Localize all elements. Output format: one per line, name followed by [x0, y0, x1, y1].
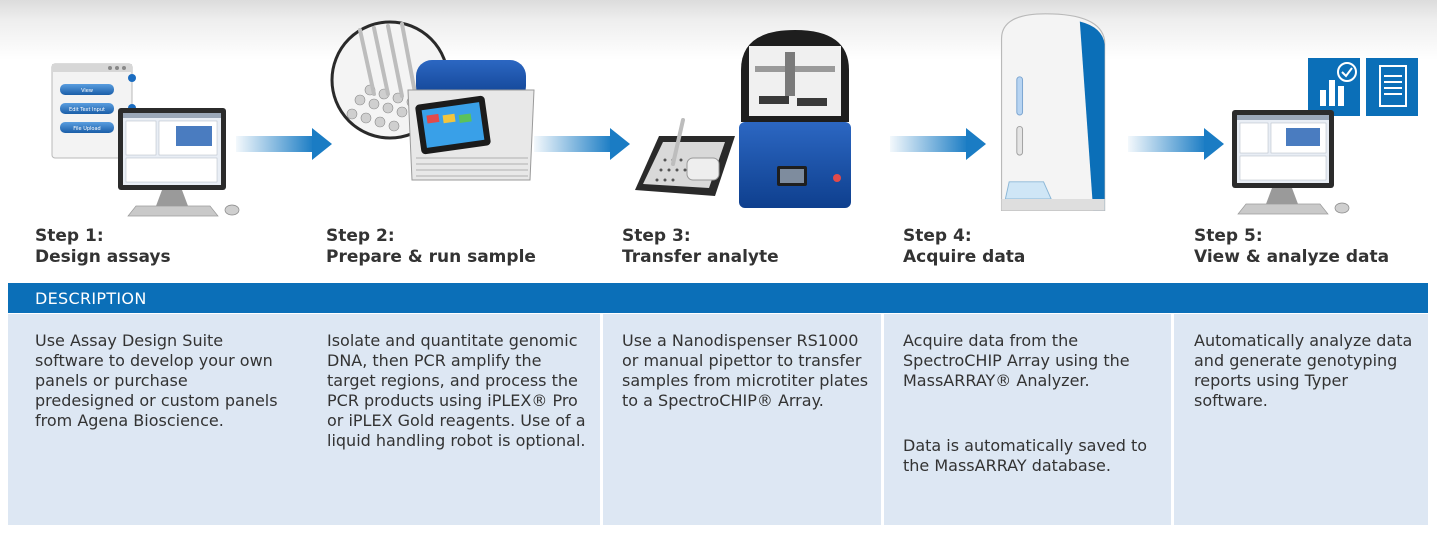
description-header: DESCRIPTION [35, 289, 147, 308]
step-5-title: Step 5: View & analyze data [1194, 226, 1389, 268]
step-3-description-panel: Use a Nanodispenser RS1000 or manual pip… [603, 314, 881, 525]
arrow-right-icon [1128, 128, 1224, 160]
edit-text-input-button-label: Edit Text Input [69, 107, 105, 113]
step-label: Step 3: [622, 226, 691, 246]
step-4-title: Step 4: Acquire data [903, 226, 1025, 268]
step-3-title: Step 3: Transfer analyte [622, 226, 779, 268]
step-4-description-panel: Acquire data from the SpectroCHIP Array … [884, 314, 1171, 525]
arrow-right-icon [534, 128, 630, 160]
step-4-description: Acquire data from the SpectroCHIP Array … [903, 331, 1130, 390]
step-2-description: Isolate and quantitate genomic DNA, then… [327, 331, 586, 450]
assay-design-software-illustration: View Edit Text Input File Upload [51, 63, 240, 217]
step-1-title: Step 1: Design assays [35, 226, 171, 268]
step-5-description: Automatically analyze data and generate … [1194, 331, 1413, 410]
massarray-analyzer-illustration [1000, 13, 1106, 212]
arrow-right-icon [890, 128, 986, 160]
thermal-cycler-illustration [330, 20, 535, 181]
step-label: Step 5: [1194, 226, 1263, 246]
step-name: Design assays [35, 247, 171, 267]
typer-software-illustration [1232, 58, 1418, 215]
bar-chart-check-icon [1320, 62, 1357, 106]
description-header-bar: DESCRIPTION [8, 283, 1428, 313]
step-name: View & analyze data [1194, 247, 1390, 267]
step-label: Step 1: [35, 226, 104, 246]
step-label: Step 2: [326, 226, 395, 246]
view-button-label: View [81, 88, 93, 94]
step-1-description-panel: Use Assay Design Suite software to devel… [8, 314, 300, 525]
step-label: Step 4: [903, 226, 972, 246]
step-5-description-panel: Automatically analyze data and generate … [1174, 314, 1428, 525]
step-2-description-panel: Isolate and quantitate genomic DNA, then… [300, 314, 600, 525]
step-name: Transfer analyte [622, 247, 779, 267]
step-name: Acquire data [903, 247, 1026, 267]
step-name: Prepare & run sample [326, 247, 536, 267]
nanodispenser-illustration [635, 30, 851, 208]
step-4-description-2: Data is automatically saved to the MassA… [903, 436, 1148, 475]
step-2-title: Step 2: Prepare & run sample [326, 226, 536, 268]
step-1-description: Use Assay Design Suite software to devel… [35, 331, 278, 430]
file-upload-button-label: File Upload [73, 126, 100, 132]
step-3-description: Use a Nanodispenser RS1000 or manual pip… [622, 331, 869, 410]
arrow-right-icon [236, 128, 332, 160]
document-icon [1379, 65, 1407, 107]
